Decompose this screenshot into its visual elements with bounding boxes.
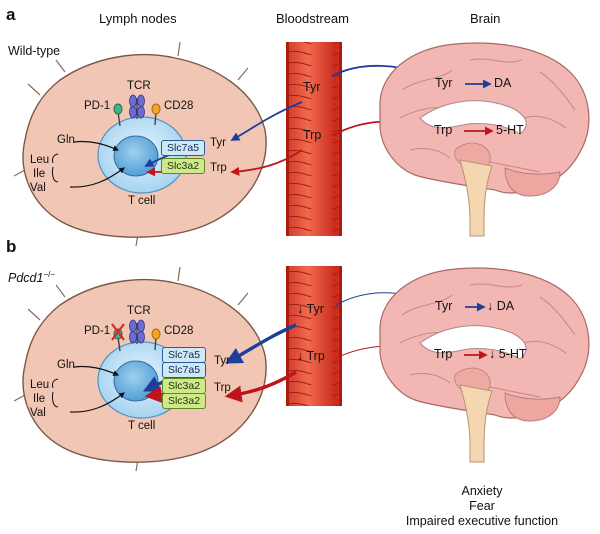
ile-label-b: Ile — [33, 393, 46, 405]
panel-b-genotype: Pdcd1−/− — [8, 270, 55, 285]
header-lymph-nodes: Lymph nodes — [99, 11, 177, 26]
trp-to-lymph-arrow-a — [230, 149, 303, 176]
transporter-slc3a2-b2: Slc3a2 — [162, 393, 206, 409]
tcr-label-a: TCR — [127, 80, 151, 92]
blood-tyr-label-a: Tyr — [303, 80, 321, 94]
gln-label-b: Gln — [57, 359, 75, 371]
brain-a — [379, 42, 590, 237]
tcr-label-b: TCR — [127, 305, 151, 317]
transporter-slc7a5-b1: Slc7a5 — [162, 347, 206, 363]
pd1-label-a: PD-1 — [84, 100, 111, 112]
blood-trp-label-b: ↓ Trp — [297, 349, 325, 363]
brain-trp-label-a: Trp — [434, 123, 453, 137]
ile-label-a: Ile — [33, 168, 46, 180]
panel-a-letter: a — [6, 5, 16, 24]
transporter-slc3a2-b1: Slc3a2 — [162, 378, 206, 394]
brain-trp-label-b: Trp — [434, 347, 453, 361]
leu-label-a: Leu — [30, 154, 50, 166]
outcome-impaired-executive-function: Impaired executive function — [405, 514, 559, 528]
outcome-fear: Fear — [469, 499, 495, 513]
cell-tyr-label-a: Tyr — [210, 137, 226, 149]
header-bloodstream: Bloodstream — [276, 11, 349, 26]
brain-b — [379, 267, 590, 463]
transporter-slc7a5-a: Slc7a5 — [161, 140, 205, 156]
blood-trp-label-a: Trp — [303, 128, 322, 142]
transporter-slc7a5-b2: Slc7a5 — [162, 362, 206, 378]
tyr-to-lymph-arrow-b — [225, 323, 297, 364]
blood-vessel-a — [286, 42, 342, 236]
outcome-anxiety: Anxiety — [461, 484, 503, 498]
brain-tyr-label-b: Tyr — [435, 299, 453, 313]
cell-trp-label-b: Trp — [214, 382, 231, 394]
brain-da-label-b: ↓ DA — [487, 299, 515, 313]
blood-vessel-b — [286, 266, 342, 406]
trp-to-lymph-arrow-b — [224, 370, 297, 403]
cell-trp-label-a: Trp — [210, 162, 227, 174]
brain-tyr-label-a: Tyr — [435, 76, 453, 90]
cell-tyr-label-b: Tyr — [214, 355, 230, 367]
tyr-to-lymph-arrow-a — [230, 101, 303, 141]
panel-b-genotype-superscript: −/− — [43, 270, 56, 279]
blood-tyr-label-b: ↓ Tyr — [297, 302, 324, 316]
pd1-knockout-x-icon — [111, 323, 125, 341]
brain-da-label-a: DA — [494, 76, 512, 90]
receptors-a — [113, 94, 161, 127]
panel-a-genotype: Wild-type — [8, 44, 61, 58]
val-label-a: Val — [30, 182, 46, 194]
pd1-label-b: PD-1 — [84, 325, 111, 337]
cd28-label-a: CD28 — [164, 100, 194, 112]
brain-5ht-label-b: ↓ 5-HT — [489, 347, 527, 361]
transporter-slc3a2-a: Slc3a2 — [161, 158, 205, 174]
receptors-b — [111, 319, 161, 352]
brain-5ht-label-a: 5-HT — [496, 123, 524, 137]
gln-label-a: Gln — [57, 134, 75, 146]
val-label-b: Val — [30, 407, 46, 419]
t-cell-label-a: T cell — [128, 195, 156, 207]
t-cell-label-b: T cell — [128, 420, 156, 432]
leu-label-b: Leu — [30, 379, 50, 391]
panel-b-genotype-gene: Pdcd1 — [8, 271, 44, 286]
header-brain: Brain — [470, 11, 501, 26]
cd28-label-b: CD28 — [164, 325, 194, 337]
panel-b-letter: b — [6, 237, 17, 256]
